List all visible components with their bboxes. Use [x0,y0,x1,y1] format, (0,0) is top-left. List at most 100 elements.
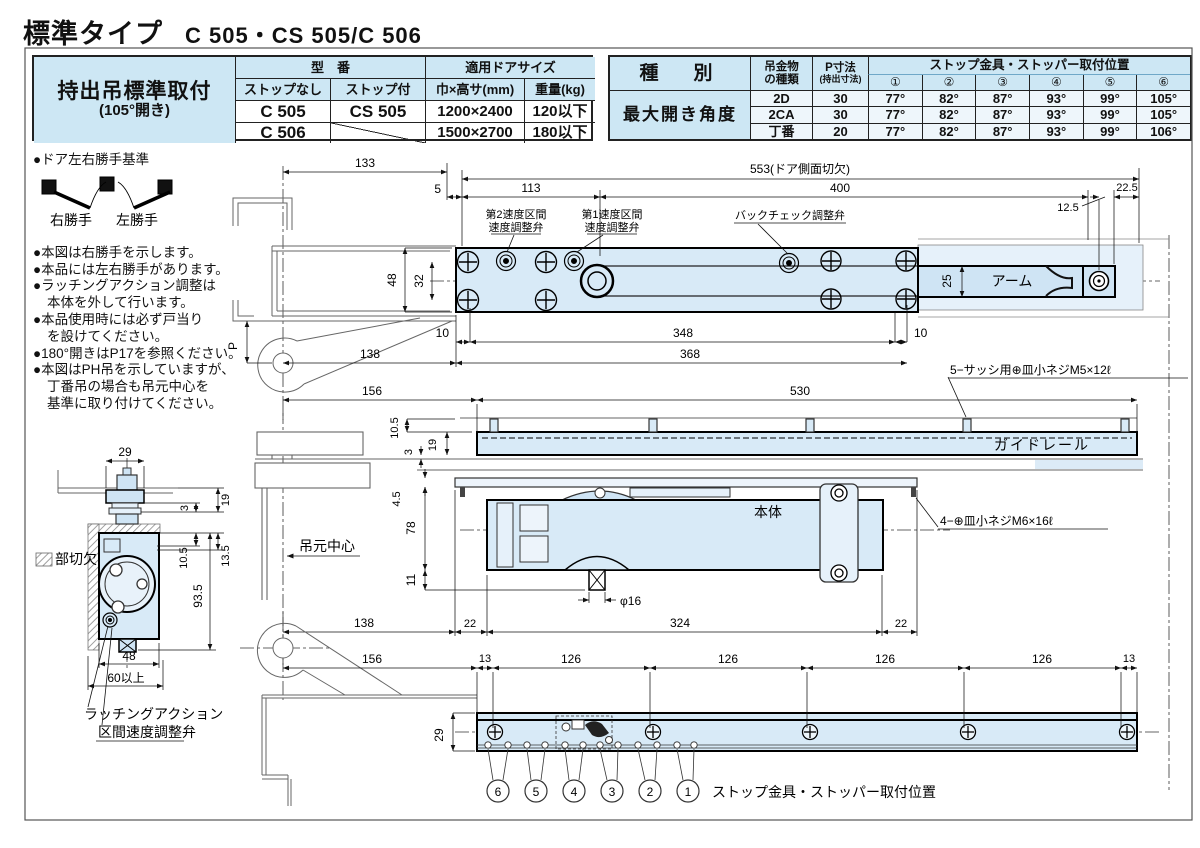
door-jamb-icon [41,179,57,195]
screw-icon [644,723,662,741]
dim-133: 133 [355,156,375,170]
angle-cell: 106° [1136,122,1190,139]
dim-19: 19 [427,439,439,451]
angle-cell: 2CA [750,106,812,123]
position-5: 5 [533,785,540,799]
rail-mount-screws [486,723,1136,741]
position-6: 6 [495,785,502,799]
angle-header-stops: ストップ金具・ストッパー取付位置 [868,57,1190,75]
position-markers: 6 5 4 3 2 1 ストップ金具・ストッパー取付位置 [486,748,936,803]
right-hand-label: 右勝手 [50,212,92,228]
handedness-diagram: 右勝手 左勝手 [41,176,173,228]
screw-icon [801,723,819,741]
dim-113: 113 [521,181,540,195]
screw4-leader [915,497,939,528]
note-line: ●180°開きはP17を参照ください。 [33,345,242,361]
angle-cell: 2D [750,90,812,107]
slide-plate [454,477,918,488]
angle-header-class: 種 別 [610,57,750,90]
door-jamb-icon [99,176,115,192]
dim-4-5: 4.5 [391,491,403,506]
top-shaft [116,474,138,491]
angle-cell: 99° [1082,90,1137,107]
dim-11: 11 [404,573,418,586]
screw-icon [820,288,842,310]
latching-leader-1 [87,625,109,708]
spec-col-size: 巾×高サ(mm) [425,78,524,100]
arm-end-screw-inner [1092,274,1106,288]
pivot-center-label: 吊元中心 [299,538,355,554]
dim-156b: 156 [362,652,382,666]
mount-bracket [819,483,859,583]
top-dims [244,163,1140,367]
stopper-hole [484,741,492,749]
spec-cell: 1500×2700 [425,122,524,143]
middle-dim-texts: 156 530 10.5 19 3 4.5 78 11 φ16 138 22 3… [354,384,907,630]
note-line: 丁番吊の場合も吊元中心を [47,379,209,395]
bottom-dims [283,665,1138,752]
angle-cell: 93° [1029,90,1083,107]
dim-138: 138 [360,347,380,361]
latching-leader-2 [101,627,113,726]
rail-clip [648,418,658,433]
spec-group-model: 型 番 [235,57,425,78]
spec-cell: CS 505 [330,100,425,122]
angle-cell: 93° [1029,122,1083,139]
valve1-label: 第1速度区間 [581,207,642,221]
dim-324: 324 [670,616,690,630]
dim-10-left: 10 [436,326,450,340]
cam-pin [594,487,606,499]
dim-13r: 13 [1123,653,1135,665]
spec-table: 持出吊標準取付 (105°開き) 型 番 適用ドアサイズ ストップなし ストップ… [32,55,595,143]
arm-link [629,487,731,498]
spec-cell: C 505 [235,100,330,122]
dim-156: 156 [362,384,382,398]
spec-cell: 180以下 [524,122,595,143]
dim-48d: 48 [122,649,136,663]
dim-368: 368 [680,347,700,361]
left-hand-door-leaf [133,190,171,210]
spec-group-door: 適用ドアサイズ [425,57,595,78]
dim-22a: 22 [464,618,476,630]
spec-cell: 120以下 [524,100,595,122]
spec-cell: C 506 [235,122,330,143]
dim-3: 3 [403,449,415,455]
hatch-swatch-icon [35,552,53,567]
stopper-hole [541,741,549,749]
stop-positions-label: ストップ金具・ストッパー取付位置 [712,784,936,800]
rail-clip [1120,418,1130,433]
angle-cell: 20 [812,122,868,139]
body-endcap [496,502,514,568]
figure-border [24,47,1193,821]
bracket-screws [830,484,848,582]
detail-view: 29 3 19 10.5 13.5 93.5 48 60以上 部切欠 ラッチング… [35,445,232,742]
title-models: C 505・CS 505/C 506 [185,23,422,48]
dim-29-det: 29 [118,445,132,459]
body-block [486,499,884,571]
dim-5: 5 [434,182,441,196]
angle-header-hardware: 吊金物 の種類 [750,57,812,90]
screw-icon [534,288,558,312]
angle-row-label: 最大開き角度 [610,90,750,139]
angle-cell: 87° [975,122,1029,139]
angle-pos-3: ③ [975,75,1029,90]
pinion-inner [587,271,607,291]
angle-cell: 87° [975,106,1029,123]
dim-22b: 22 [895,618,907,630]
rail-clip [805,418,815,433]
speed-valve-2-icon [495,250,517,272]
closer-body [455,247,919,313]
dim-126-4: 126 [1032,652,1052,666]
door-edge-lines [918,238,1169,318]
dim-3d: 3 [179,505,191,511]
detail-hole [136,578,148,590]
angle-pos-1: ① [868,75,922,90]
rail-clips [489,418,1130,433]
dim-10-5d: 10.5 [178,547,190,568]
washer [108,507,142,515]
dim-126-3: 126 [875,652,895,666]
stopper-holes [484,741,698,749]
angle-cell: 丁番 [750,122,812,139]
washer [111,502,139,509]
stopper-hole [504,741,512,749]
